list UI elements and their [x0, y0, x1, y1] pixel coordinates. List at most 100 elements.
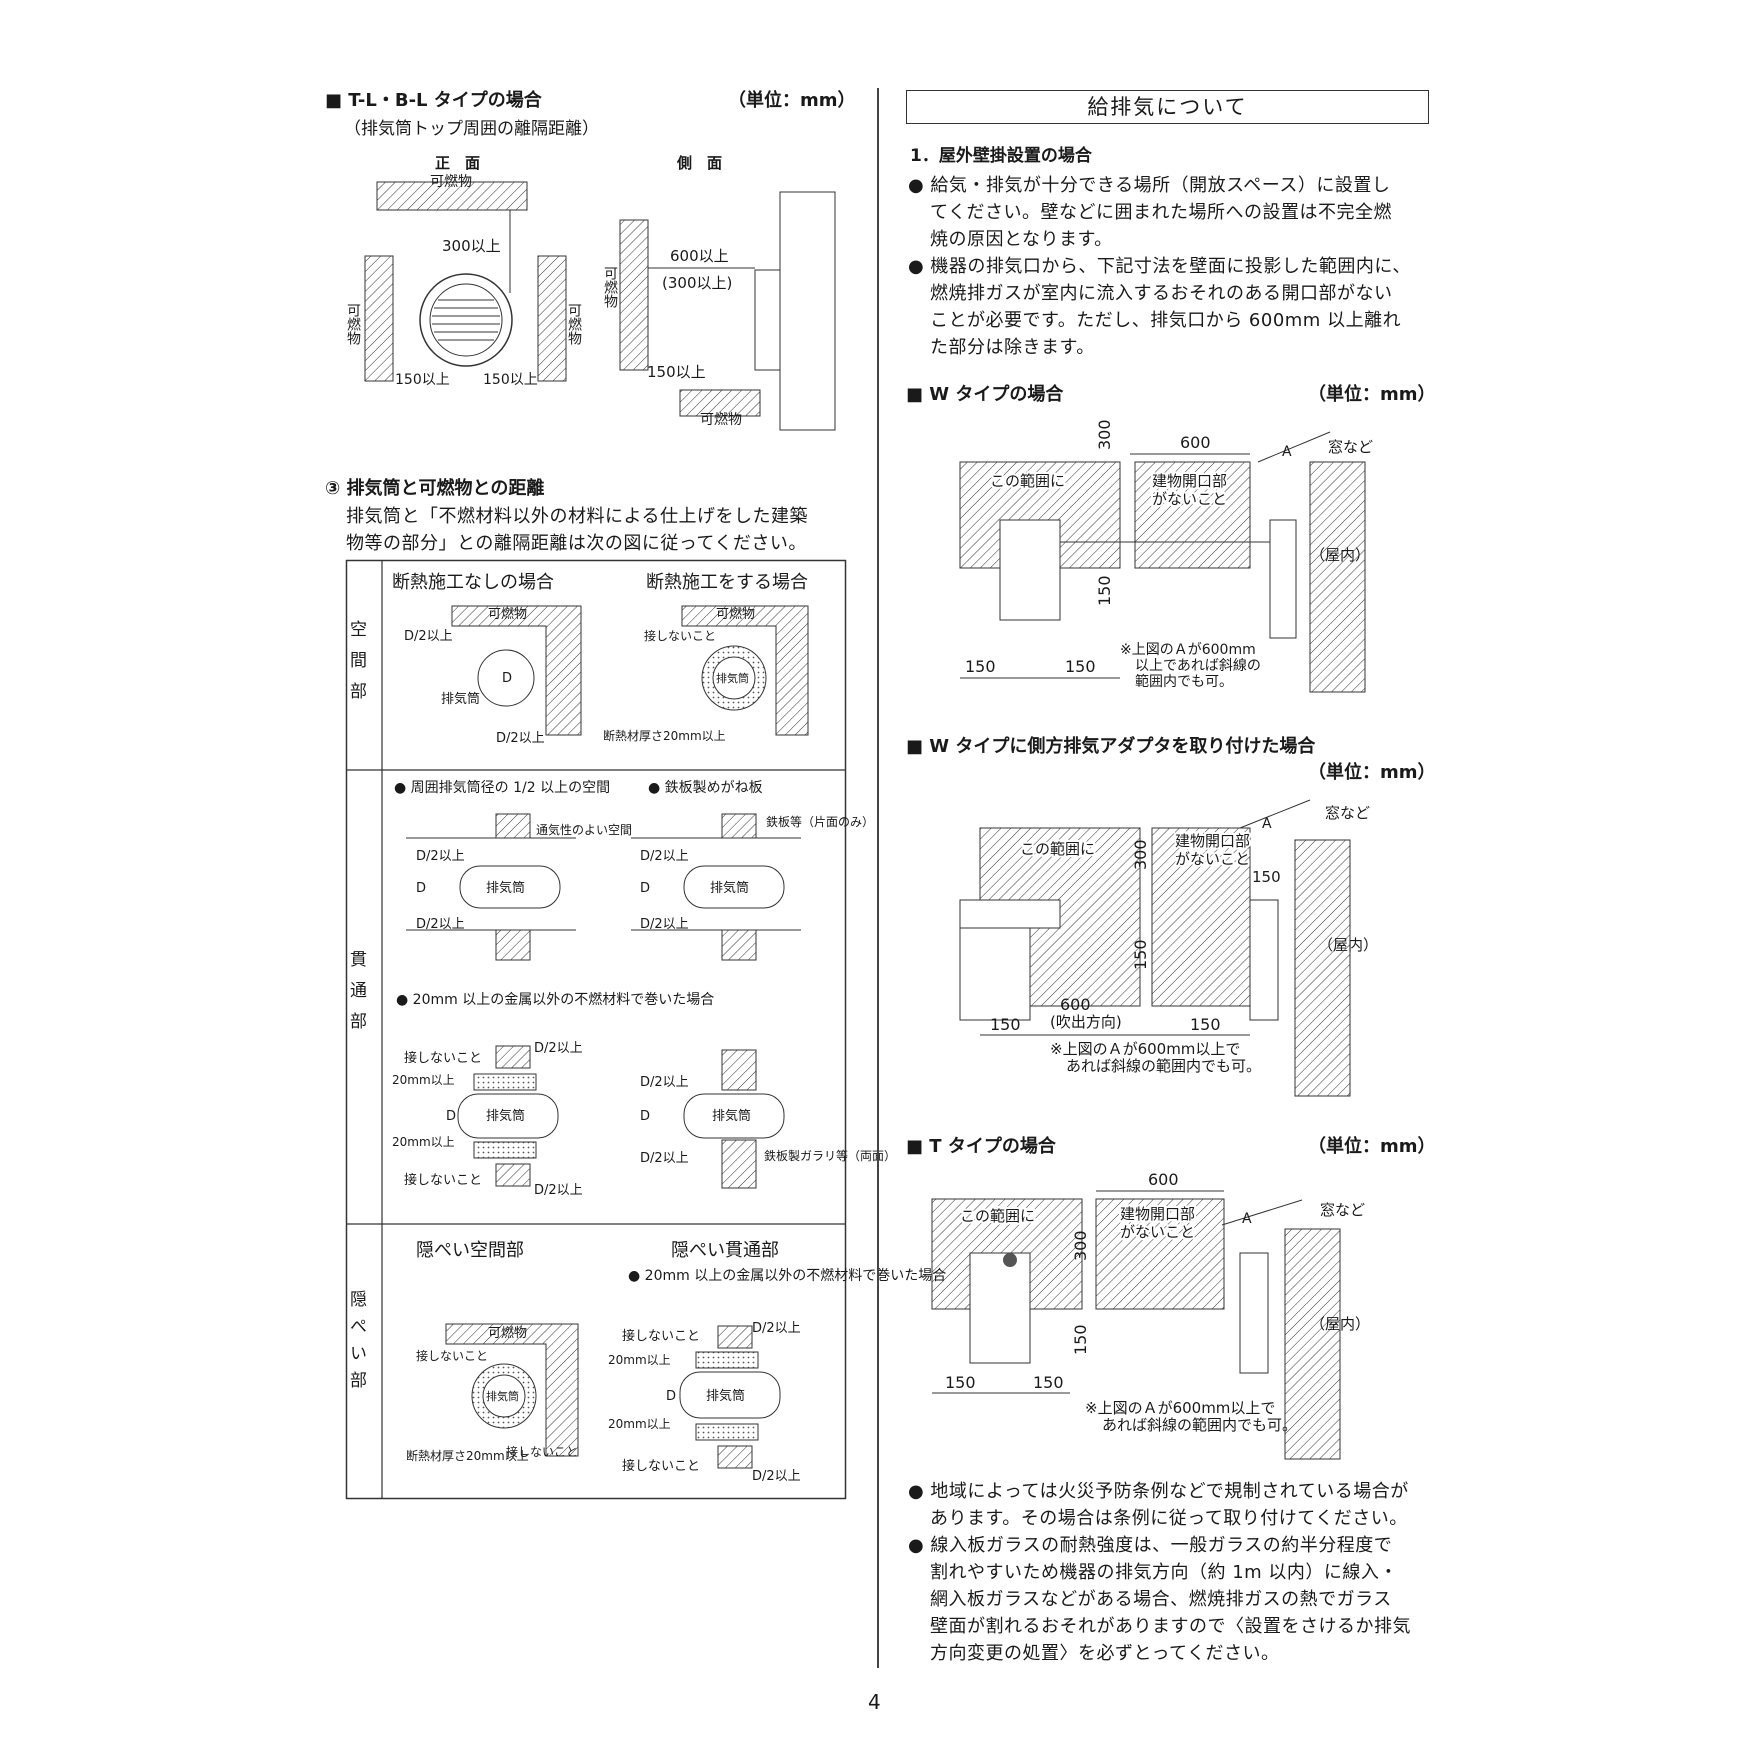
tl-bl-heading: ■ T-L・B-L タイプの場合 — [325, 90, 542, 111]
row-space: 空間部 — [346, 620, 367, 713]
ws-600: 600 — [1060, 995, 1091, 1014]
t-150a: 150 — [945, 1373, 976, 1392]
th-steel: 鉄板等（片面のみ） — [766, 814, 874, 829]
combustible-top — [376, 181, 528, 211]
t-range: この範囲に — [960, 1207, 1035, 1225]
th-pipe1: 排気筒 — [486, 880, 525, 896]
w-150a: 150 — [965, 657, 996, 676]
b2-l3: ことが必要です。ただし、排気口から 600mm 以上離れ — [930, 310, 1402, 331]
t-indoor: （屋内） — [1310, 1315, 1370, 1333]
th-d2d: D/2以上 — [640, 917, 689, 932]
dim-150a: 150以上 — [395, 372, 450, 388]
t-window: 窓など — [1320, 1201, 1365, 1219]
sec3-line2: 物等の部分」との離隔距離は次の図に従ってください。 — [346, 533, 807, 554]
sub1: 1．屋外壁掛設置の場合 — [910, 146, 1092, 166]
hd-no-touch4: 接しないこと — [622, 1458, 700, 1474]
hd-no-touch3: 接しないこと — [622, 1328, 700, 1344]
b4-l1: ● 線入板ガラスの耐熱強度は、一般ガラスの約半分程度で — [908, 1535, 1393, 1556]
th-20mm1: 20mm以上 — [392, 1073, 455, 1087]
hidden-through-title: 隠ぺい貫通部 — [671, 1240, 779, 1261]
hd-d2b: D/2以上 — [752, 1469, 801, 1484]
w-unit: （単位：mm） — [1308, 384, 1436, 405]
b3-l1: ● 地域によっては火災予防条例などで規制されている場合が — [908, 1481, 1409, 1502]
with-insul-title: 断熱施工をする場合 — [646, 572, 808, 593]
t-unit: （単位：mm） — [1308, 1136, 1436, 1157]
hidden-wrap: ● 20mm 以上の金属以外の不燃材料で巻いた場合 — [628, 1267, 946, 1284]
ws-300: 300 — [1131, 839, 1150, 870]
sec3-line1: 排気筒と「不燃材料以外の材料による仕上げをした建築 — [346, 506, 808, 527]
sp-no-touch: 接しないこと — [644, 628, 716, 643]
wside-unit: （単位：mm） — [1308, 762, 1436, 783]
b3-l2: あります。その場合は条例に従って取り付けてください。 — [930, 1508, 1408, 1529]
w-150b: 150 — [1065, 657, 1096, 676]
column-divider — [877, 88, 879, 1668]
ws-opening1: 建物開口部 — [1175, 832, 1250, 850]
th-galari: 鉄板製ガラリ等（両面） — [764, 1148, 896, 1163]
combustible-right — [537, 255, 567, 382]
ws-range: この範囲に — [1020, 840, 1095, 858]
t-note1: ※上図のＡが600mm以上で — [1085, 1399, 1275, 1417]
th-dc: D — [446, 1109, 456, 1124]
hd-d: D — [666, 1389, 676, 1404]
w-type-diagram: この範囲に 建物開口部 がないこと 600 300 150 150 150 ※上… — [959, 419, 1373, 693]
t-opening1: 建物開口部 — [1120, 1205, 1195, 1223]
b4-l2: 割れやすいため機器の排気方向（約 1m 以内）に線入・ — [930, 1562, 1398, 1583]
hd-pipe2: 排気筒 — [706, 1388, 745, 1404]
w-note1: ※上図のＡが600mm — [1120, 642, 1256, 658]
sp-pipe: 排気筒 — [441, 691, 480, 707]
hd-no-touch1: 接しないこと — [416, 1348, 488, 1363]
th-d2b: D/2以上 — [416, 917, 465, 932]
th-d2c: D/2以上 — [640, 849, 689, 864]
t-300: 300 — [1071, 1230, 1090, 1261]
w-window: 窓など — [1328, 438, 1373, 456]
w-note3: 範囲内でも可。 — [1135, 673, 1233, 690]
sp-insul: 断熱材厚さ20mm以上 — [603, 728, 726, 743]
t-150b: 150 — [1033, 1373, 1064, 1392]
th-plate: ● 鉄板製めがね板 — [648, 780, 763, 796]
w-a: A — [1282, 444, 1292, 460]
ws-indoor: （屋内） — [1318, 936, 1378, 954]
w-opening1: 建物開口部 — [1152, 472, 1227, 490]
th-d2e: D/2以上 — [534, 1041, 583, 1056]
th-wrap: ● 20mm 以上の金属以外の不燃材料で巻いた場合 — [396, 991, 714, 1008]
front-label: 正 面 — [435, 154, 480, 172]
hd-d2a: D/2以上 — [752, 1321, 801, 1336]
page-number: 4 — [868, 1690, 881, 1714]
th-pipe2: 排気筒 — [710, 880, 749, 896]
hd-20mm1: 20mm以上 — [608, 1353, 671, 1367]
w-side-diagram: この範囲に 建物開口部 がないこと 300 150 150 600 (吹出方向)… — [959, 799, 1378, 1097]
th-da: D — [416, 881, 426, 896]
ws-150v: 150 — [1131, 939, 1150, 970]
ws-window: 窓など — [1325, 804, 1370, 822]
table-border — [345, 559, 847, 1500]
hidden-space-title: 隠ぺい空間部 — [416, 1240, 524, 1261]
b4-l4: 壁面が割れるおそれがありますので〈設置をさけるか排気 — [930, 1616, 1411, 1637]
th-db: D — [640, 881, 650, 896]
clearance-table: 空間部 貫通部 隠ぺい部 断熱施工なしの場合 断熱施工をする場合 可燃物 D D… — [345, 559, 946, 1500]
sp-d2-top: D/2以上 — [404, 629, 453, 644]
t-type-diagram: この範囲に 建物開口部 がないこと 600 300 150 150 150 ※上… — [931, 1170, 1370, 1460]
b1-l3: 焼の原因となります。 — [930, 229, 1113, 250]
hd-combustible: 可燃物 — [488, 1325, 527, 1341]
b4-l5: 方向変更の処置〉を必ずとってください。 — [930, 1643, 1280, 1664]
ws-150a: 150 — [990, 1015, 1021, 1034]
t-heading: ■ T タイプの場合 — [906, 1136, 1056, 1157]
b1-l1: ● 給気・排気が十分できる場所（開放スペース）に設置し — [908, 175, 1391, 196]
w-opening2: がないこと — [1152, 490, 1227, 508]
sec3-heading: ③ 排気筒と可燃物との距離 — [325, 478, 545, 499]
t-note2: あれば斜線の範囲内でも可。 — [1102, 1416, 1297, 1434]
b1-l2: てください。壁などに囲まれた場所への設置は不完全燃 — [930, 202, 1392, 223]
exhaust-top-outer — [419, 273, 513, 367]
ws-note1: ※上図のＡが600mm以上で — [1050, 1040, 1240, 1058]
no-insul-title: 断熱施工なしの場合 — [392, 572, 554, 593]
side-combustible-bottom — [679, 389, 761, 417]
t-600: 600 — [1148, 1170, 1179, 1189]
th-d2f: D/2以上 — [534, 1183, 583, 1198]
w-range: この範囲に — [990, 472, 1065, 490]
ws-opening2: がないこと — [1175, 850, 1250, 868]
dim-150b: 150以上 — [483, 372, 538, 388]
th-dd: D — [640, 1109, 650, 1124]
row-hidden: 隠ぺい部 — [346, 1290, 367, 1398]
t-150v: 150 — [1071, 1324, 1090, 1355]
tl-bl-sub: （排気筒トップ周囲の離隔距離） — [344, 119, 599, 139]
